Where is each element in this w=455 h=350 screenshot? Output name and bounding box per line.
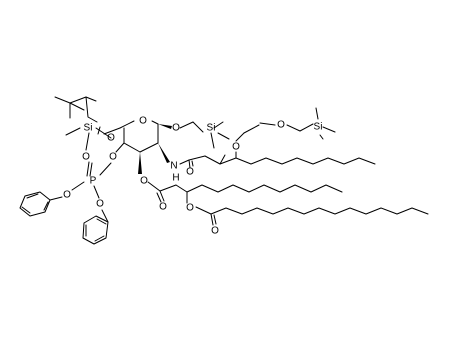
atom-o-c3: O <box>140 176 148 187</box>
amide-group <box>158 143 226 169</box>
atom-si-sem: Si <box>314 122 323 133</box>
atom-o-acyloxy: O <box>186 203 194 214</box>
atom-h-amide: H <box>172 173 179 184</box>
atom-si-anomeric: Si <box>207 123 216 134</box>
tbdms-group <box>54 96 112 151</box>
c3-ester-group <box>138 152 343 204</box>
atom-o-anomeric: O <box>172 123 180 134</box>
phenyl-ring-2 <box>82 209 109 245</box>
phenyl-ring-1 <box>19 191 63 217</box>
atom-si-tbdms: Si <box>84 123 93 134</box>
atom-o-sem-2: O <box>277 120 285 131</box>
upper-acyl-chain <box>219 151 376 165</box>
atom-o-phosphoryl: O <box>82 152 90 163</box>
sem-ether-group <box>235 107 336 142</box>
atom-o-amide: O <box>186 167 194 178</box>
atom-o-sem-1: O <box>232 142 240 153</box>
atom-p-phosphate: P <box>90 176 97 187</box>
atom-o-ring: O <box>139 116 147 127</box>
atom-o-phenoxy-1: O <box>63 190 71 201</box>
atom-o-c4: O <box>109 152 117 163</box>
atom-o-phenoxy-2: O <box>96 199 104 210</box>
phosphate-group <box>71 142 125 199</box>
myristoyl-ester-group <box>195 206 429 226</box>
pyranose-ring <box>103 120 159 153</box>
atom-o-c3-carbonyl: O <box>159 202 167 213</box>
atom-labels: Si O O O Si N O O O Si O O H O O O P O O… <box>63 116 322 237</box>
anomeric-tmse-group <box>158 121 230 149</box>
atom-o-myristoyl-carbonyl: O <box>211 226 219 237</box>
atom-n-amide: N <box>170 161 177 172</box>
atom-o-c6: O <box>107 133 115 144</box>
